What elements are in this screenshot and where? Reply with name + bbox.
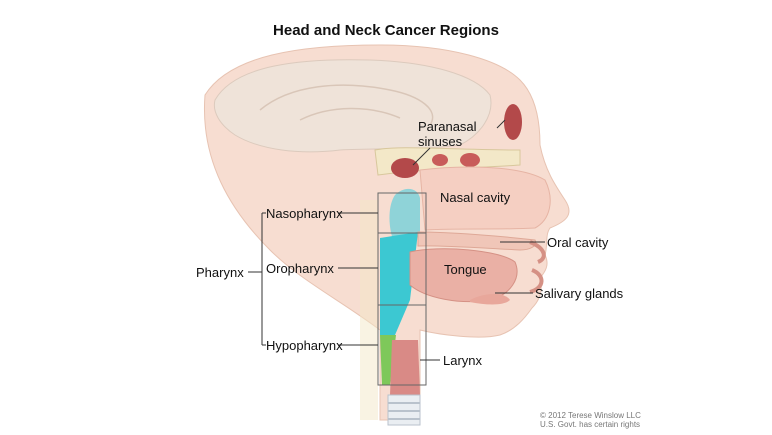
salivary-gland [470,294,510,305]
sinus-frontal [504,104,522,140]
oral-cavity-region [417,231,537,251]
lips [529,240,546,294]
tongue-label: Tongue [444,262,487,277]
sinus-maxillary [460,153,480,167]
nasal-cavity-region [419,166,551,231]
nasopharynx-label: Nasopharynx [266,206,343,221]
diagram-title: Head and Neck Cancer Regions [273,22,499,39]
copyright-line2: U.S. Govt. has certain rights [540,420,641,429]
brain-folds [259,84,434,126]
spine [360,200,378,420]
oropharynx-label: Oropharynx [266,261,334,276]
leader-lines [248,119,545,361]
larynx-label: Larynx [443,353,483,368]
pharynx-label: Pharynx [196,265,244,280]
sinus-sphenoid [391,158,419,178]
copyright-notice: © 2012 Terese Winslow LLC U.S. Govt. has… [540,411,641,429]
nasal-cavity-label: Nasal cavity [440,190,511,205]
sinus-ethmoid [432,154,448,166]
hypopharynx-label: Hypopharynx [266,338,343,353]
tongue-region [409,248,518,303]
paranasal-sinuses-label-line2: sinuses [418,134,463,149]
larynx-region [390,340,420,395]
trachea-rings [388,402,420,420]
nasopharynx-region [389,188,420,240]
paranasal-sinuses-label-line1: Paranasal [418,119,477,134]
copyright-line1: © 2012 Terese Winslow LLC [540,411,641,420]
brain-region [213,59,492,153]
oropharynx-region [380,232,418,335]
salivary-glands-label: Salivary glands [535,286,624,301]
oral-cavity-label: Oral cavity [547,235,609,250]
